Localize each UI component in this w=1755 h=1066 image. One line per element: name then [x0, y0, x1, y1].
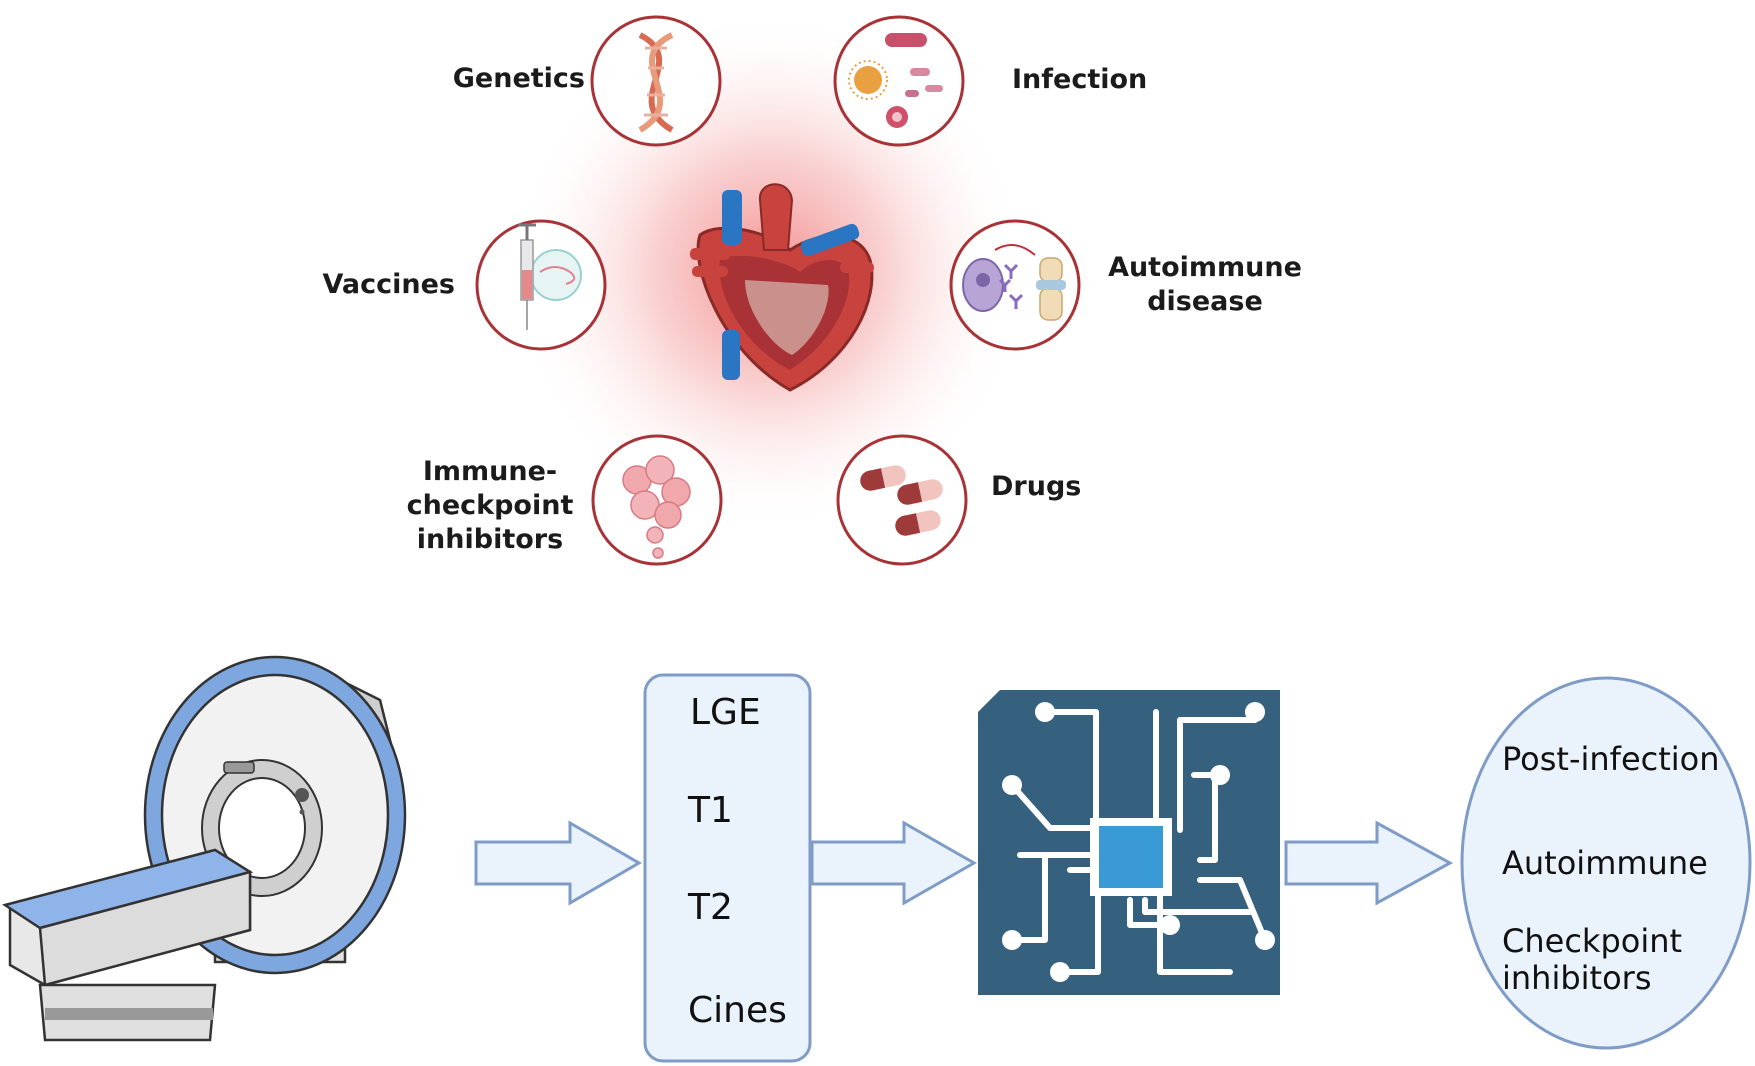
tumor-cells-icon: [591, 434, 723, 566]
checkpoint-label-line1: Immune-: [422, 456, 558, 487]
autoimmune-label-line2: disease: [1147, 286, 1263, 317]
ai-chip-icon: [978, 690, 1280, 995]
outcome-post-infection: Post-infection: [1502, 740, 1720, 778]
vaccines-label: Vaccines: [322, 269, 455, 300]
infection-label: Infection: [1012, 64, 1148, 95]
microbes-icon: [833, 15, 965, 147]
arrow-2: [810, 820, 978, 906]
heart-icon: [690, 183, 874, 392]
sequence-lge: LGE: [690, 692, 761, 733]
arrow-1: [474, 820, 642, 906]
syringe-icon: [475, 219, 607, 351]
drugs-label: Drugs: [991, 471, 1082, 502]
outcome-checkpoint-line1: Checkpoint: [1502, 922, 1683, 960]
autoimmune-label-line1: Autoimmune: [1108, 252, 1302, 283]
outcome-autoimmune: Autoimmune: [1502, 844, 1708, 882]
outcome-checkpoint: Checkpoint inhibitors: [1502, 923, 1682, 997]
arrow-3: [1284, 820, 1454, 906]
autoimmune-label: Autoimmune disease: [1095, 251, 1315, 319]
antibody-joint-icon: [949, 219, 1081, 351]
capsules-icon: [836, 434, 968, 566]
sequence-t2: T2: [688, 887, 733, 928]
sequence-t1: T1: [688, 790, 733, 831]
outcome-ellipse: [1460, 676, 1752, 1050]
checkpoint-label-line3: inhibitors: [416, 524, 564, 555]
genetics-label: Genetics: [452, 63, 585, 94]
sequence-box: [643, 673, 812, 1063]
checkpoint-label-line2: checkpoint: [406, 490, 574, 521]
sequence-cines: Cines: [688, 990, 787, 1031]
checkpoint-label: Immune- checkpoint inhibitors: [400, 455, 580, 557]
mri-scanner-icon: [1, 655, 407, 1042]
outcome-checkpoint-line2: inhibitors: [1502, 959, 1652, 997]
dna-icon: [590, 15, 722, 147]
